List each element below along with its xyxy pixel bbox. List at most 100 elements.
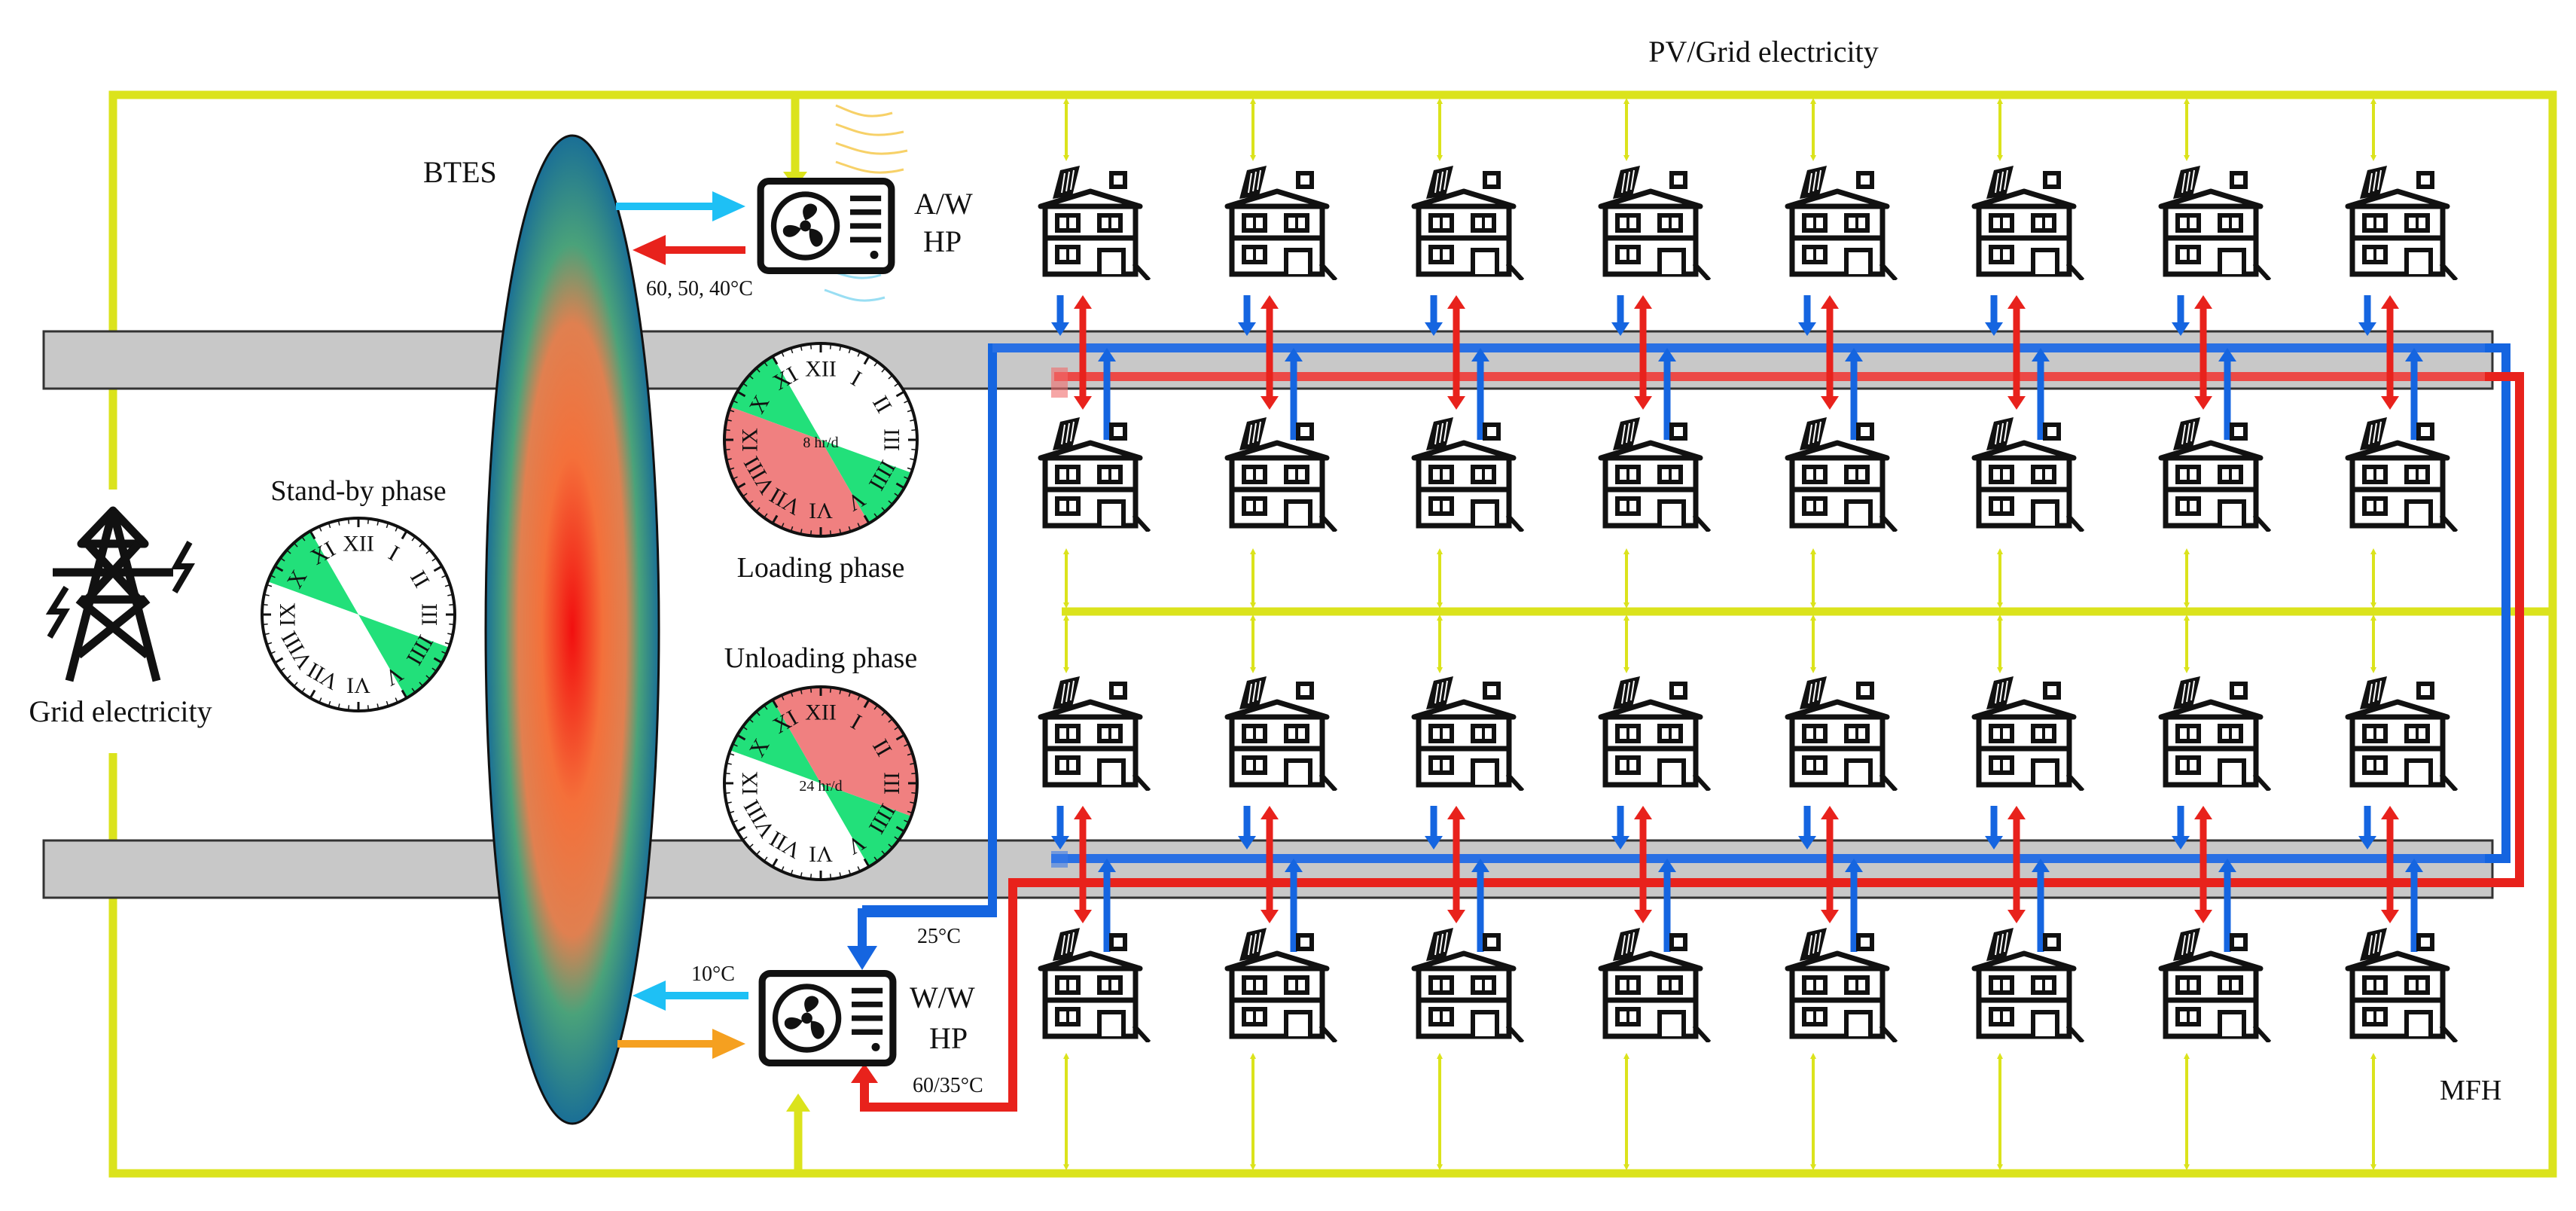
pipe-arrowhead — [1074, 910, 1092, 923]
ww-return-temp-label: 25°C — [917, 925, 961, 948]
clock-tick — [263, 623, 268, 626]
pipe-arrowhead — [1471, 348, 1489, 361]
pipe-arrowhead — [1821, 910, 1839, 923]
pipe-arrowhead — [1447, 295, 1465, 309]
pipe-arrowhead — [2381, 295, 2399, 309]
house-icon — [2348, 166, 2456, 280]
clock-tick — [287, 675, 291, 679]
pipe-arrowhead — [1447, 806, 1465, 819]
clock-tick — [425, 675, 430, 679]
clock-sector — [730, 700, 821, 783]
pipe-arrowhead — [1447, 910, 1465, 923]
clock-tick — [888, 718, 892, 723]
clock-tick — [888, 500, 892, 505]
clock-tick — [733, 819, 738, 823]
house-icon — [1227, 166, 1336, 280]
clock-tick — [800, 529, 803, 534]
clock-tick — [419, 543, 423, 548]
clock-tick — [449, 603, 454, 606]
pipe-arrowhead — [2007, 396, 2026, 410]
clock-tick — [294, 682, 298, 686]
clock-tick — [848, 348, 851, 354]
clock-tick — [725, 772, 730, 775]
pipe-arrowhead — [2032, 348, 2050, 361]
clock-tick — [781, 695, 785, 700]
clock-sector — [821, 783, 912, 867]
clock-tick — [772, 858, 779, 867]
clock-tick — [444, 642, 450, 645]
loading-phase-label: Loading phase — [737, 552, 905, 584]
clock-tick — [411, 536, 416, 541]
electricity-network — [108, 90, 2557, 1178]
clock-tick — [742, 726, 748, 731]
clock-tick — [376, 703, 380, 709]
cold-arrow-ww — [847, 946, 877, 970]
pipe-arrowhead — [2007, 806, 2026, 819]
clock-tick — [431, 557, 437, 562]
pipe-arrowhead — [1821, 295, 1839, 309]
pipe-arrowhead — [1634, 806, 1652, 819]
btes-label: BTES — [423, 155, 497, 189]
clock-rim — [261, 517, 456, 712]
pipe-arrowhead — [1425, 322, 1443, 336]
clock-sector — [358, 615, 450, 698]
clock-tick — [881, 368, 886, 373]
clock-numeral: XII — [343, 532, 374, 557]
clock-tick — [742, 493, 748, 497]
clock-tick — [737, 482, 746, 489]
clock-tick — [800, 872, 803, 877]
house-icon — [1601, 417, 1709, 532]
house-icon — [1788, 928, 1896, 1042]
clock-tick — [894, 383, 899, 387]
pipe-arrowhead — [2218, 859, 2236, 872]
clock-tick — [907, 810, 913, 813]
clock-tick — [411, 688, 416, 693]
clock-tick — [725, 429, 730, 432]
clock-tick — [894, 726, 899, 731]
house-icon — [1974, 928, 2083, 1042]
clock-tick — [729, 410, 735, 413]
bolt-right-icon — [171, 541, 195, 594]
btes-storage — [484, 134, 660, 1125]
pipe-arrowhead — [1845, 859, 1863, 872]
house-icon — [1601, 928, 1709, 1042]
clock-tick — [764, 705, 768, 710]
pipe-arrowhead — [2007, 910, 2026, 923]
clock-tick — [749, 718, 754, 723]
pipe-arrowhead — [2007, 295, 2026, 309]
clock-tick — [386, 523, 389, 529]
house-icon — [1601, 676, 1709, 791]
clock-tick — [800, 346, 803, 351]
pipe-arrowhead — [1634, 295, 1652, 309]
clock-tick — [809, 874, 812, 879]
pipe-arrowhead — [2194, 910, 2212, 923]
clock-tick — [749, 843, 754, 848]
pipe-arrowhead — [1658, 859, 1676, 872]
pipe-arrowhead — [1471, 859, 1489, 872]
pipe-arrowhead — [1051, 322, 1069, 336]
clock-tick — [727, 801, 732, 804]
clock-tick — [863, 514, 870, 523]
pipe-arrowhead — [1798, 322, 1816, 336]
clock-tick — [733, 476, 738, 480]
clock-tick — [848, 691, 851, 697]
clock-tick — [280, 667, 285, 672]
house-icon — [1601, 166, 1709, 280]
clock-numeral: IX — [738, 771, 763, 795]
ww-hp-label-1: W/W — [910, 981, 975, 1014]
standby-phase-label: Stand-by phase — [270, 475, 446, 507]
pipe-arrowhead — [1985, 836, 2003, 850]
clock-tick — [911, 429, 916, 432]
house-icon — [2161, 676, 2270, 791]
clock-tick — [848, 869, 851, 875]
clock-tick — [328, 700, 331, 706]
clock-sector — [724, 407, 869, 536]
clock-tick — [791, 526, 794, 532]
house-icon — [1041, 166, 1149, 280]
clock-tick — [447, 633, 453, 636]
aw-heat-pump — [761, 104, 908, 302]
clock-tick — [419, 682, 423, 686]
clock-tick — [910, 801, 915, 804]
clock-tick — [904, 400, 909, 404]
pipe-arrowhead — [1285, 348, 1303, 361]
